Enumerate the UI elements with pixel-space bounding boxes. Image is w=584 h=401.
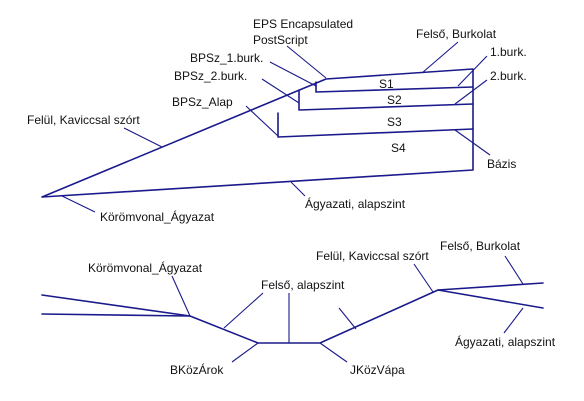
lower-section: Körömvonal_Ágyazat Felül, Kaviccsal szór… [41,239,556,377]
label-agyazati-alapszint: Ágyazati, alapszint [305,196,406,211]
leader-2-burk [454,79,488,105]
layer-s1-bottom [315,81,474,93]
label-eps-line2: PostScript [253,33,308,47]
label-bazis: Bázis [487,157,516,171]
leader-1-burk [457,55,488,87]
label-felso-burkolat-lower: Felső, Burkolat [440,239,521,253]
leader-agyazati [290,181,306,197]
label-bpsz-alap: BPSz_Alap [172,95,233,109]
label-jkozvapa: JKözVápa [350,363,405,377]
leader-bpsz1 [269,61,317,87]
label-bpsz-2-burk: BPSz_2.burk. [174,69,247,83]
leader-bpsz2 [261,78,300,104]
label-agyazati-alapszint-lower: Ágyazati, alapszint [455,334,556,349]
label-2-burk: 2.burk. [490,69,527,83]
leader-felso-alapszint [223,292,264,329]
surface-top-profile [41,282,544,344]
label-1-burk: 1.burk. [490,45,527,59]
leader-bkozarok [231,342,259,363]
label-felul-kaviccsal-szort: Felül, Kaviccsal szórt [27,113,140,127]
label-koromvonal-agyazat-lower: Körömvonal_Ágyazat [88,260,203,275]
label-felul-kaviccsal-szort-lower: Felül, Kaviccsal szórt [316,249,429,263]
leader-felso-burkolat [421,41,459,74]
layer-label-s4: S4 [391,141,406,155]
leader-bpsz-alap [245,105,279,137]
leader-eps [286,45,327,79]
layer-s2-bottom [298,89,474,111]
layer-label-s1: S1 [379,77,394,91]
leader-felul-kavics [123,127,163,148]
leader-jkozvapa [319,342,348,363]
layer-s3-bottom [277,112,474,138]
label-koromvonal-agyazat: Körömvonal_Ágyazat [100,209,215,224]
leader-felul-kavics-lower-2 [338,307,357,330]
leader-agyazati-lower [503,307,524,334]
leader-felso-burkolat-lower [504,255,524,285]
subgrade-bottom-left [41,313,191,317]
layer-label-s3: S3 [387,115,402,129]
label-felso-alapszint: Felső, alapszint [261,278,345,292]
outline-subgrade [41,68,474,198]
label-felso-burkolat: Felső, Burkolat [416,27,497,41]
leader-koromvonal-lower [171,275,191,317]
upper-section: EPS Encapsulated PostScript Felső, Burko… [27,17,527,224]
layer-label-s2: S2 [387,93,402,107]
label-bkozarok: BKözÁrok [170,362,224,377]
label-eps-line1: EPS Encapsulated [253,17,353,31]
label-bpsz-1-burk: BPSz_1.burk. [190,51,263,65]
leader-koromvonal [61,195,96,213]
subgrade-bottom-right [437,289,544,309]
leader-bazis [454,129,491,156]
leader-felul-kavics-lower [413,263,434,293]
